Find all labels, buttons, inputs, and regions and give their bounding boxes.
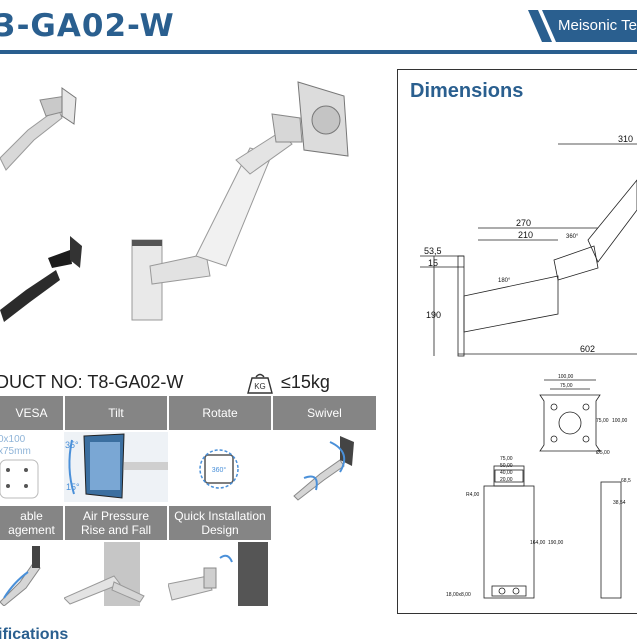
vesa-plate-icon xyxy=(0,459,39,499)
dim-plate-100: 100,00 xyxy=(558,374,574,380)
dim-plate-hole: Ø5,00 xyxy=(596,450,610,456)
dim-310: 310 xyxy=(618,134,633,144)
vesa-size-2: x75mm xyxy=(0,446,31,457)
weight-icon: KG xyxy=(247,373,273,394)
dim-plate-100v: 100,00 xyxy=(612,418,628,424)
dim-bracket-164: 164,00 xyxy=(530,540,546,546)
dimensions-panel xyxy=(397,69,637,614)
swivel-illustration xyxy=(293,436,354,501)
dim-plate-75: 75,00 xyxy=(560,383,573,389)
product-model-title: 3-GA02-W xyxy=(0,8,175,44)
dimensions-title: Dimensions xyxy=(410,80,524,102)
kg-badge-text: KG xyxy=(254,382,266,391)
rotate-angle: 360° xyxy=(212,466,227,474)
air-pressure-label: Air Pressure Rise and Fall xyxy=(80,509,152,537)
arm-photo-white-large xyxy=(131,81,349,321)
rotate-icon: 360° xyxy=(199,449,239,489)
feature-header-swivel: Swivel xyxy=(273,396,376,430)
dim-side-68-5: 68,5 xyxy=(621,478,631,484)
arm-photo-black-small xyxy=(0,236,82,322)
quick-installation-illustration xyxy=(168,542,268,606)
cable-management-label: able agement xyxy=(8,509,55,537)
dim-bracket-slot: 18,00x8,00 xyxy=(446,592,471,598)
feature-header-air-pressure: Air Pressure Rise and Fall xyxy=(65,506,167,540)
dim-angle-180: 180° xyxy=(498,278,511,284)
feature-header-rotate: Rotate xyxy=(169,396,271,430)
feature-header-quick-installation: Quick Installation Design xyxy=(169,506,271,540)
dim-plate-75v: 75,00 xyxy=(596,418,609,424)
dim-bracket-40: 40,00 xyxy=(500,470,513,476)
dim-210: 210 xyxy=(518,230,533,240)
dim-bracket-20: 20,00 xyxy=(500,477,513,483)
air-pressure-illustration xyxy=(64,542,145,606)
product-photos xyxy=(0,81,349,322)
vesa-size-1: 0x100 xyxy=(0,434,26,445)
tilt-angle-down: 15° xyxy=(66,482,80,492)
brand-name: Meisonic Te xyxy=(558,17,637,34)
dimensions-drawing: 310 270 210 53,5 15 190 602 180° 360° 10… xyxy=(420,134,637,599)
dim-602: 602 xyxy=(580,344,595,354)
arm-photo-white-small xyxy=(0,87,77,171)
tilt-illustration: 35° 15° xyxy=(64,432,168,502)
dim-15: 15 xyxy=(428,258,438,268)
quick-installation-label: Quick Installation Design xyxy=(174,509,266,537)
feature-header-vesa: VESA xyxy=(0,396,63,430)
cable-management-illustration xyxy=(0,546,41,606)
specifications-heading: ifications xyxy=(0,626,69,643)
dim-bracket-r4: R4,00 xyxy=(466,492,480,498)
feature-header-cable-management: able agement xyxy=(0,506,63,540)
dim-270: 270 xyxy=(516,218,531,228)
dim-190: 190 xyxy=(426,310,441,320)
dim-bracket-190: 190,00 xyxy=(548,540,564,546)
dim-53-5: 53,5 xyxy=(424,246,442,256)
dim-angle-360: 360° xyxy=(566,234,579,240)
tilt-angle-up: 35° xyxy=(65,440,79,450)
dim-bracket-75: 75,00 xyxy=(500,456,513,462)
header-rule xyxy=(0,50,637,54)
product-number: DUCT NO: T8-GA02-W xyxy=(0,372,184,392)
max-weight: ≤15kg xyxy=(281,372,330,392)
dim-side-38: 38,54 xyxy=(613,500,626,506)
brand-tab xyxy=(528,10,637,42)
feature-header-tilt: Tilt xyxy=(65,396,167,430)
dim-bracket-50: 50,00 xyxy=(500,463,513,469)
